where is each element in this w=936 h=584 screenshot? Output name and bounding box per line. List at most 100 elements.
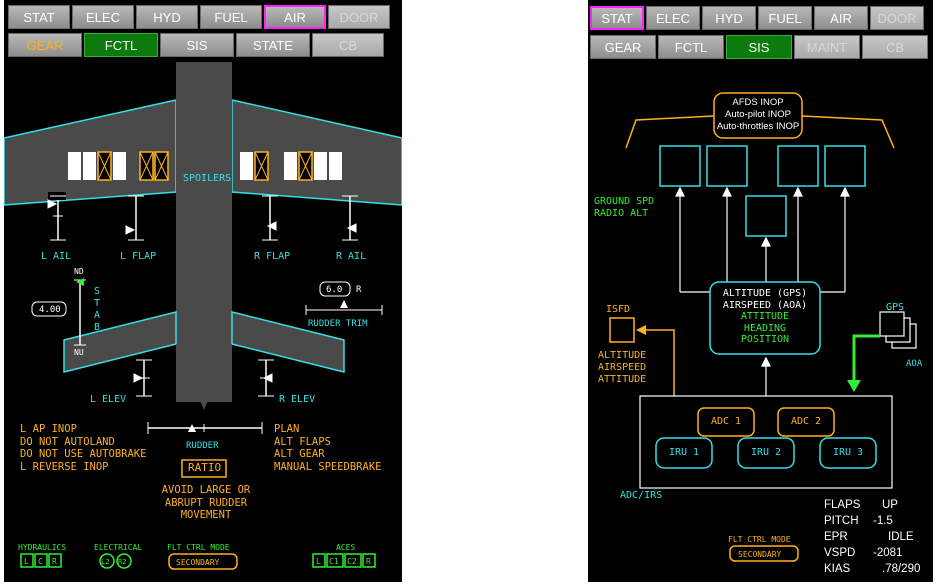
tab-stat[interactable]: STAT: [8, 5, 70, 29]
tab-hyd[interactable]: HYD: [136, 5, 198, 29]
ratio-box: [181, 459, 227, 478]
tab-maint[interactable]: MAINT: [794, 35, 860, 59]
glareshield-right: [801, 115, 895, 149]
aces-l: L: [316, 557, 321, 566]
flaps-value: UP: [882, 499, 898, 511]
tab-fctl[interactable]: FCTL: [84, 33, 158, 57]
afds-messages: AFDS INOP Auto-pilot INOP Auto-throttles…: [714, 97, 802, 133]
rudder-trim-value: 6.0: [326, 285, 343, 295]
iru3-box: [819, 437, 877, 469]
center-data-text: ALTITUDE (GPS) AIRSPEED (AOA) ATTITUDE H…: [710, 288, 820, 346]
elec-r2: R2: [118, 558, 127, 566]
altitude-gps: ALTITUDE (GPS): [722, 288, 808, 299]
ground-spd-label: GROUND SPD: [594, 196, 655, 207]
l-flap-label: L FLAP: [120, 251, 157, 262]
tab-cb[interactable]: CB: [312, 33, 384, 57]
heading: HEADING: [743, 322, 787, 334]
aircraft-diagram: [4, 62, 402, 570]
tab-hyd[interactable]: HYD: [702, 6, 756, 30]
epr-value: IDLE: [888, 531, 914, 543]
tab-sis[interactable]: SIS: [160, 33, 234, 57]
isfd-box: [609, 317, 635, 343]
aces-r: R: [366, 557, 371, 566]
autothrottles-inop: Auto-throttles INOP: [716, 121, 800, 132]
r-elev-label: R ELEV: [279, 394, 316, 405]
tab-fctl[interactable]: FCTL: [658, 35, 724, 59]
tab-door[interactable]: DOOR: [328, 5, 390, 29]
hyd-c: C: [38, 557, 43, 566]
rudder-caution-line-3: MOVEMENT: [180, 509, 232, 521]
adc2-box: [777, 407, 835, 437]
stab-nu-label: NU: [74, 348, 84, 357]
autopilot-inop: Auto-pilot INOP: [725, 109, 791, 120]
isfd-output-attitude: ATTITUDE: [598, 374, 647, 385]
stab-letter-b: B: [94, 322, 101, 333]
tab-air[interactable]: AIR: [264, 5, 326, 29]
tab-air[interactable]: AIR: [814, 6, 868, 30]
rudder-caution-line-2: ABRUPT RUDDER: [164, 496, 248, 509]
iru1-label: IRU 1: [668, 447, 700, 458]
message-l-ap-inop: L AP INOP: [20, 423, 77, 435]
tab-elec[interactable]: ELEC: [646, 6, 700, 30]
display-5: [745, 195, 787, 237]
aces-label: ACES: [336, 543, 356, 552]
system-diagram: [609, 92, 917, 562]
tab-fuel[interactable]: FUEL: [758, 6, 812, 30]
iru2-label: IRU 2: [750, 447, 782, 458]
glareshield-left: [625, 115, 715, 149]
vspd-value: -2081: [873, 547, 903, 559]
center-data-box: [709, 281, 821, 355]
iru3-label: IRU 3: [832, 447, 864, 458]
left-stabilizer: [63, 311, 177, 373]
display-1: [659, 145, 701, 187]
tab-stat[interactable]: STAT: [590, 6, 644, 30]
rudder-caution-line-1: AVOID LARGE OR: [161, 484, 251, 496]
tail-cone: [176, 344, 232, 410]
tab-cb[interactable]: CB: [862, 35, 928, 59]
adc1-box: [697, 407, 755, 437]
tab-sis[interactable]: SIS: [726, 35, 792, 59]
kias-value: .78/290: [882, 563, 921, 575]
vspd-label: VSPD: [824, 547, 856, 559]
flight-readouts-labels: FLAPS PITCH EPR VSPD KIAS: [824, 497, 860, 577]
display-2: [706, 145, 748, 187]
caution-messages-right: PLAN ALT FLAPS ALT GEAR MANUAL SPEEDBRAK…: [274, 423, 381, 473]
flt-ctrl-mode-box-left: [168, 553, 238, 570]
message-plan: PLAN: [274, 423, 300, 435]
electrical-label: ELECTRICAL: [94, 543, 143, 552]
gps-box: [879, 311, 905, 337]
left-synoptic-display: STAT ELEC HYD FUEL AIR DOOR GEAR FCTL SI…: [4, 0, 402, 582]
rudder-label: RUDDER: [186, 441, 219, 451]
flight-readouts-values: UP -1.5 IDLE -2081 .78/290: [870, 497, 928, 577]
left-tab-row-1: STAT ELEC HYD FUEL AIR DOOR: [8, 5, 392, 29]
pitch-value: -1.5: [873, 515, 893, 527]
isfd-label: ISFD: [606, 304, 631, 315]
kias-label: KIAS: [824, 563, 851, 575]
message-l-reverse-inop: L REVERSE INOP: [20, 460, 109, 473]
tab-gear[interactable]: GEAR: [8, 33, 82, 57]
aoa-label: AOA: [906, 359, 923, 369]
spoiler-panels: [68, 151, 342, 181]
rudder-trim-box: [319, 281, 351, 297]
ratio-label: RATIO: [188, 461, 222, 474]
tab-door[interactable]: DOOR: [870, 6, 924, 30]
tab-state[interactable]: STATE: [236, 33, 310, 57]
elec-l2: L2: [101, 558, 110, 566]
message-manual-speedbrake: MANUAL SPEEDBRAKE: [274, 460, 382, 473]
l-ail-label: L AIL: [41, 251, 72, 262]
tab-elec[interactable]: ELEC: [72, 5, 134, 29]
tab-fuel[interactable]: FUEL: [200, 5, 262, 29]
r-ail-label: R AIL: [336, 251, 367, 262]
stab-value: 4.00: [39, 305, 61, 315]
caution-messages-left: L AP INOP DO NOT AUTOLAND DO NOT USE AUT…: [20, 423, 146, 473]
right-synoptic-display: STAT ELEC HYD FUEL AIR DOOR GEAR FCTL SI…: [588, 0, 933, 582]
stab-pointer: [76, 278, 84, 286]
flaps-label: FLAPS: [824, 499, 861, 511]
message-alt-gear: ALT GEAR: [274, 448, 325, 460]
position: POSITION: [740, 334, 790, 345]
tab-gear[interactable]: GEAR: [590, 35, 656, 59]
radio-alt-label: RADIO ALT: [594, 208, 649, 219]
message-do-not-use-autobrake: DO NOT USE AUTOBRAKE: [20, 448, 147, 460]
rudder-trim-label: RUDDER TRIM: [308, 319, 368, 329]
iru2-box: [737, 437, 795, 469]
